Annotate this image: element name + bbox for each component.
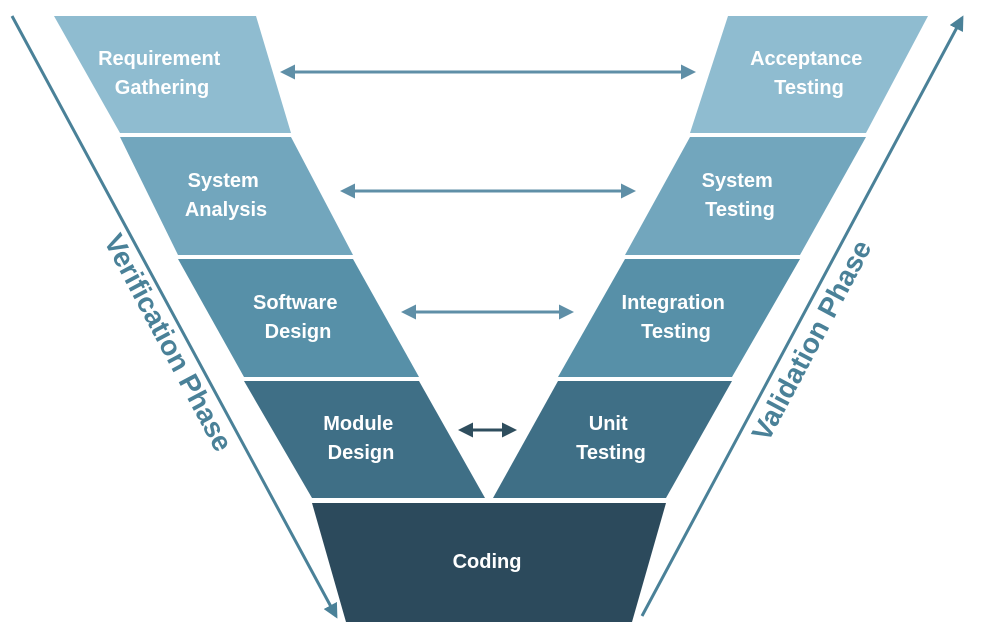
stage-label-software-design: Software Design bbox=[253, 292, 343, 343]
stage-coding bbox=[312, 503, 666, 622]
stage-label-integration-testing: Integration Testing bbox=[622, 292, 731, 343]
verification-phase-arrow bbox=[10, 15, 338, 619]
stage-label-unit-testing: Unit Testing bbox=[576, 413, 646, 464]
stage-software-design bbox=[178, 259, 419, 377]
stage-system-analysis bbox=[120, 137, 353, 255]
stage-label-requirement-gathering: Requirement Gathering bbox=[98, 48, 226, 99]
stage-label-module-design: Module Design bbox=[323, 413, 399, 464]
stage-requirement-gathering bbox=[54, 16, 291, 133]
stage-label-coding: Coding bbox=[453, 551, 522, 573]
stage-label-system-analysis: System Analysis bbox=[185, 170, 267, 221]
stage-label-acceptance-testing: Acceptance Testing bbox=[750, 48, 868, 99]
stage-system-testing bbox=[625, 137, 866, 255]
validation-phase-arrow bbox=[640, 15, 964, 617]
stage-unit-testing bbox=[493, 381, 732, 498]
stage-integration-testing bbox=[558, 259, 800, 377]
stage-acceptance-testing bbox=[690, 16, 928, 133]
stage-module-design bbox=[244, 381, 485, 498]
stage-label-system-testing: System Testing bbox=[702, 170, 779, 221]
